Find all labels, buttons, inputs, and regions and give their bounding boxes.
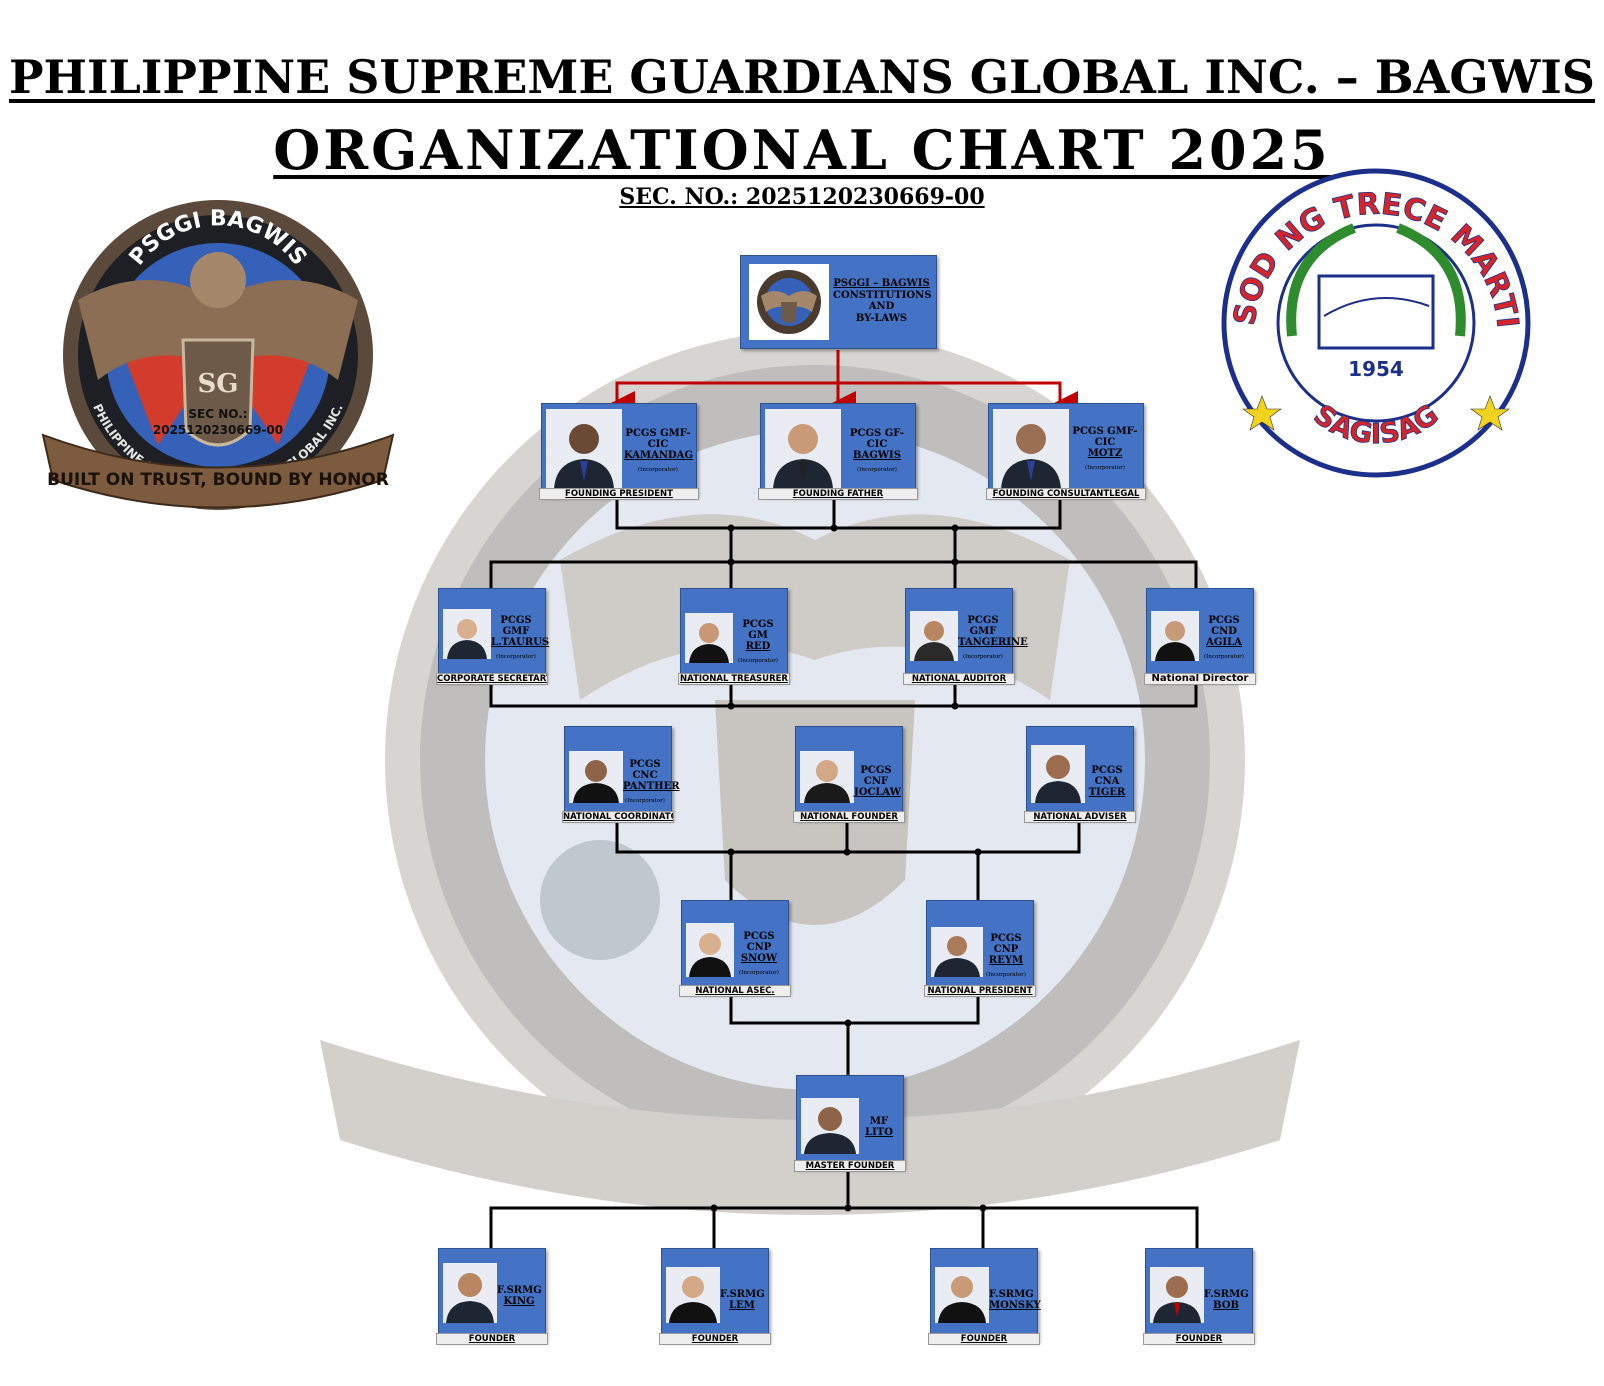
role-label: CORPORATE SECRETARY — [436, 673, 548, 685]
eagle-emblem-icon — [78, 280, 358, 380]
svg-text:SEC NO.:: SEC NO.: — [188, 407, 247, 421]
psggi-bagwis-logo: SG PSGGI BAGWIS PHILIPPINE SUPREME GUARD… — [41, 200, 395, 510]
role-label: FOUNDER — [928, 1333, 1040, 1345]
person-photo-icon — [993, 409, 1069, 489]
role-label: FOUNDER — [1143, 1333, 1255, 1345]
role-label: FOUNDING FATHER — [758, 488, 918, 500]
svg-text:1954: 1954 — [1348, 357, 1404, 381]
role-label: NATIONAL FOUNDER — [793, 811, 905, 823]
svg-text:BUILT ON TRUST, BOUND BY HONOR: BUILT ON TRUST, BOUND BY HONOR — [47, 470, 389, 490]
role-label: FOUNDER — [659, 1333, 771, 1345]
role-label: NATIONAL PRESIDENT — [924, 985, 1036, 997]
person-photo-icon — [569, 751, 623, 803]
person-photo-icon — [935, 1267, 989, 1323]
sec-number: SEC. NO.: 2025120230669-00 — [619, 184, 985, 210]
constitution-box: PSGGI – BAGWIS CONSTITUTIONS AND BY-LAWS — [740, 255, 937, 349]
person-photo-icon — [546, 409, 622, 489]
role-label: NATIONAL ASEC. — [679, 985, 791, 997]
person-photo-icon — [443, 1263, 497, 1323]
role-label: FOUNDER — [436, 1333, 548, 1345]
person-photo-icon — [801, 1098, 859, 1154]
person-photo-icon — [443, 609, 491, 659]
role-label: FOUNDING CONSULTANTLEGAL — [986, 488, 1146, 500]
role-label: MASTER FOUNDER — [794, 1160, 906, 1172]
role-label: FOUNDING PRESIDENT — [539, 488, 699, 500]
city-seal-icon — [1317, 274, 1435, 350]
role-label: NATIONAL AUDITOR — [903, 673, 1015, 685]
person-photo-icon — [686, 923, 734, 977]
person-photo-icon — [666, 1267, 720, 1323]
chart-subtitle: ORGANIZATIONAL CHART 2025 — [273, 118, 1331, 182]
role-label: NATIONAL TREASURER — [678, 673, 790, 685]
svg-text:SG: SG — [198, 369, 239, 399]
watermark-globe — [540, 840, 660, 960]
person-photo-icon — [1150, 1267, 1204, 1323]
person-photo-icon — [765, 409, 841, 489]
person-photo-icon — [931, 927, 983, 977]
eagle-emblem-icon — [749, 264, 829, 340]
trece-martires-seal: 1954 LUNSOD NG TRECE MARTIRES SAGISAG — [1214, 166, 1531, 478]
svg-text:2025120230669-00: 2025120230669-00 — [153, 423, 283, 437]
person-photo-icon — [1151, 611, 1199, 661]
person-photo-icon — [1031, 745, 1085, 803]
person-photo-icon — [685, 613, 733, 663]
page-title: PHILIPPINE SUPREME GUARDIANS GLOBAL INC.… — [8, 50, 1596, 104]
role-label: NATIONAL COORDINATOR — [562, 811, 674, 823]
role-label: National Director — [1144, 673, 1256, 685]
person-photo-icon — [800, 751, 854, 803]
role-label: NATIONAL ADVISER — [1024, 811, 1136, 823]
person-photo-icon — [910, 611, 958, 661]
constitution-title: PSGGI – BAGWIS CONSTITUTIONS AND BY-LAWS — [833, 278, 932, 324]
